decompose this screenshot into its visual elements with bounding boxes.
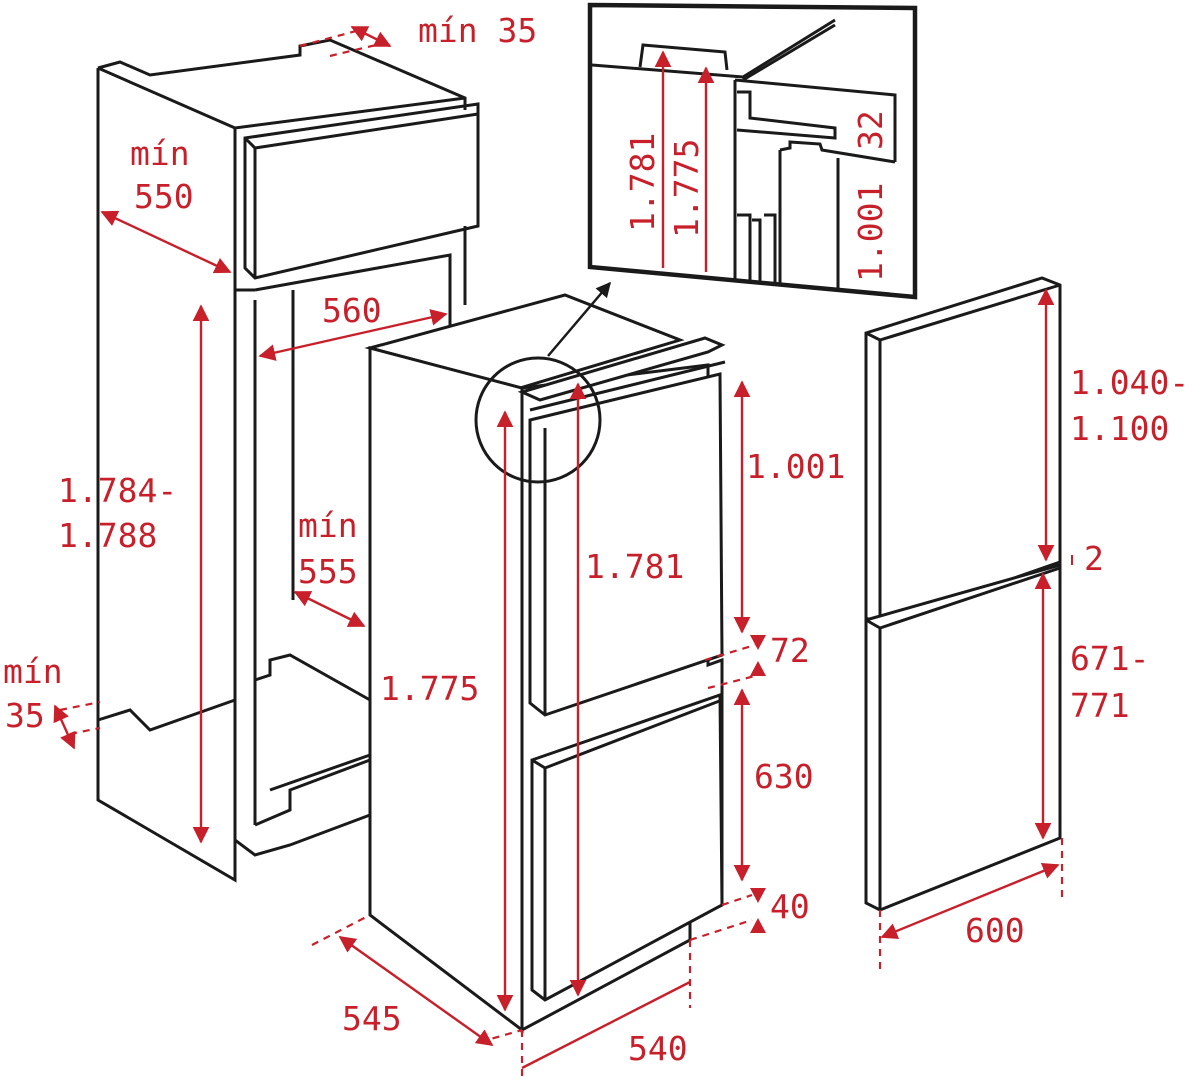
dim-545: 545	[342, 999, 402, 1038]
dim-540: 540	[628, 1029, 688, 1068]
dim-560: 560	[322, 291, 382, 330]
dim-min-555-label1: mín	[298, 506, 358, 545]
dim-1040: 1.040-	[1070, 363, 1189, 402]
dim-min-555-label2: 555	[298, 552, 358, 591]
dim-gap-2: 2	[1084, 539, 1104, 578]
dim-height-1784: 1.784-	[58, 471, 177, 510]
dim-min-550-label2: 550	[134, 177, 194, 216]
dim-600: 600	[965, 911, 1025, 950]
dim-min-550-label1: mín	[130, 134, 190, 173]
dim-72: 72	[770, 631, 810, 670]
furniture-door-dimensions: 1.040- 1.100 2 671- 771 600	[878, 288, 1189, 970]
inset-dim-32: 32	[851, 110, 890, 150]
refrigerator-appliance	[364, 281, 726, 1034]
dim-height-1788: 1.788	[58, 516, 157, 555]
dim-771: 771	[1070, 686, 1130, 725]
dim-1001: 1.001	[746, 447, 845, 486]
appliance-dimensions: 1.775 1.781 1.001 72 630 40 545 540	[311, 380, 845, 1078]
dim-min-35-bottom-label2: 35	[5, 696, 45, 735]
dim-40: 40	[770, 887, 810, 926]
inset-dim-1781: 1.781	[623, 133, 662, 232]
dim-min-35-bottom-label1: mín	[3, 652, 63, 691]
dim-671: 671-	[1070, 639, 1149, 678]
inset-dim-1001: 1.001	[851, 183, 890, 282]
dim-630: 630	[754, 757, 814, 796]
dim-1775: 1.775	[380, 669, 479, 708]
dim-1781: 1.781	[585, 547, 684, 586]
cabinet-niche	[96, 38, 480, 883]
furniture-door-panel	[864, 276, 1062, 912]
detail-inset: 1.781 1.775 32 1.001	[587, 2, 918, 300]
dim-min-35-top: mín 35	[418, 11, 537, 50]
niche-dimensions: mín 35 mín 550 560 1.784- 1.788 mín 555 …	[3, 11, 537, 844]
dim-1100: 1.100	[1070, 409, 1169, 448]
inset-dim-1775: 1.775	[667, 139, 706, 238]
